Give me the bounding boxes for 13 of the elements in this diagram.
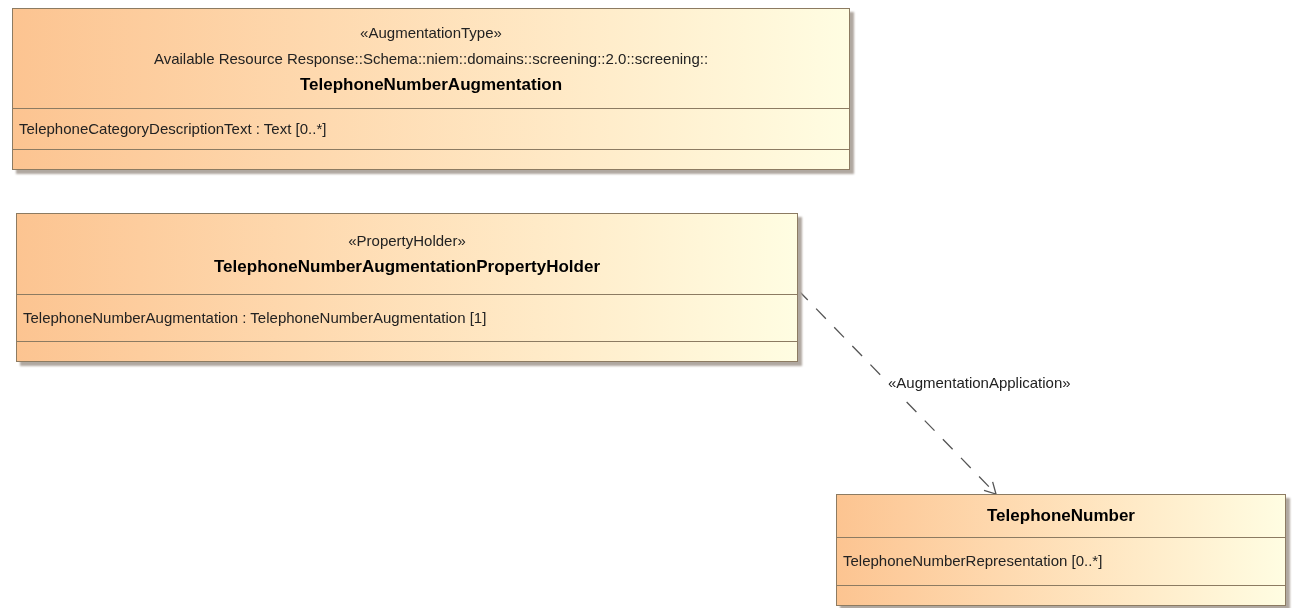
class-stereotype: «AugmentationType» xyxy=(360,22,502,43)
attribute-text: TelephoneNumberRepresentation [0..*] xyxy=(843,551,1103,572)
class-name: TelephoneNumber xyxy=(987,505,1135,527)
class-stereotype: Available Resource Response::Schema::niem::domains::screening::2.0::screening:: xyxy=(153,48,709,69)
attribute-text: TelephoneCategoryDescriptionText : Text [0..*] xyxy=(19,118,327,139)
class-stereotype: «PropertyHolder» xyxy=(348,231,466,251)
class-box xyxy=(836,494,1286,606)
dependency-arrow xyxy=(797,289,997,495)
class-name: TelephoneNumberAugmentation xyxy=(299,73,563,96)
class-box xyxy=(12,8,850,170)
attribute-text: TelephoneNumberAugmentation : TelephoneNumberAugmentation [1] xyxy=(23,307,487,328)
class-name: TelephoneNumberAugmentationPropertyHolder xyxy=(214,256,600,278)
class-box xyxy=(16,213,798,362)
